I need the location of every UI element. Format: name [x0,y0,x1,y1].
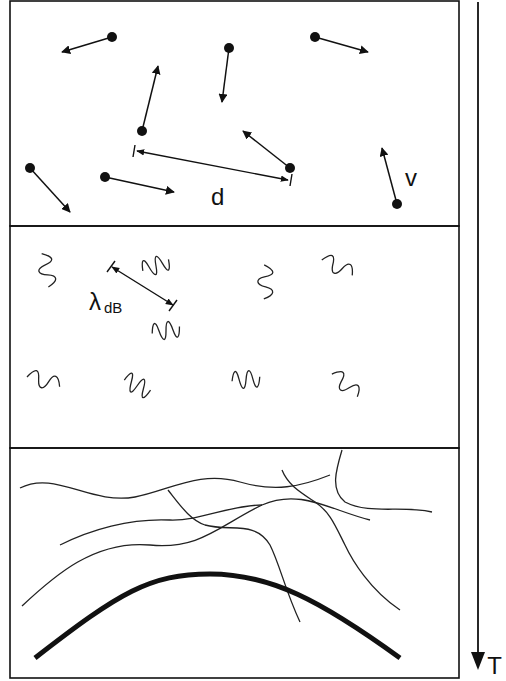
diagram-label: T [486,654,503,678]
distance-measure [133,145,292,186]
overlapping-wave [20,450,432,622]
temperature-axis [477,2,479,664]
diagram-label: λ [88,290,102,314]
condensate-wave [35,574,400,658]
axis-arrowhead [471,652,485,670]
panel-frame [10,1,459,678]
diagram-label: d [210,185,225,209]
particle-dot [25,32,402,209]
diagram-label: dB [103,300,123,315]
diagram-label: v [404,166,418,190]
wave-packet [25,251,363,402]
velocity-arrow [30,37,397,212]
